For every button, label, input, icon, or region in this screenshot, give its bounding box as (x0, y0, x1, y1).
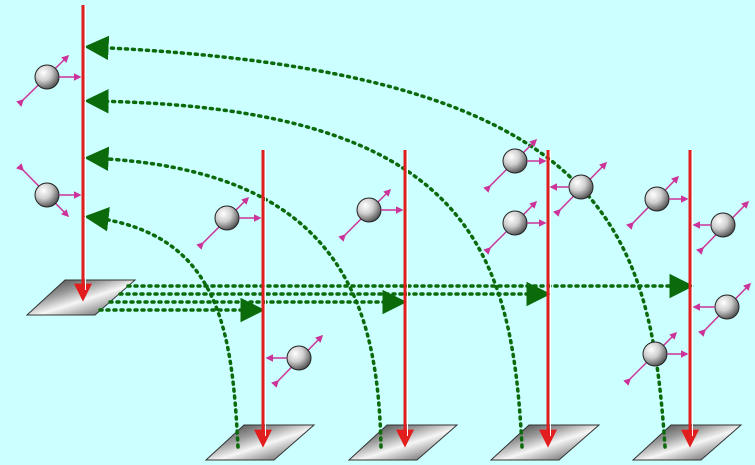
pole-4 (690, 150, 693, 444)
sphere-pole-3-right (551, 163, 606, 210)
sphere-pole-4-upper-left (633, 177, 687, 223)
sphere-pole-3-middle (490, 202, 545, 248)
sphere-pole-1-upper (203, 198, 260, 243)
sphere-pole-4-lower-left (630, 333, 687, 379)
plate-1 (206, 425, 314, 460)
dotted-path-4 (89, 47, 665, 447)
sphere-main-2 (23, 170, 80, 216)
sphere-pole-4-upper-right (694, 202, 748, 248)
sphere-icon (645, 187, 669, 211)
sphere-icon (715, 295, 739, 319)
sphere-icon (503, 211, 527, 235)
sphere-icon (357, 198, 381, 222)
sphere-icon (503, 149, 527, 173)
sphere-pole-2 (345, 190, 402, 235)
sphere-icon (287, 346, 311, 370)
sphere-icon (569, 175, 593, 199)
sphere-icon (711, 213, 735, 237)
pole-3 (548, 150, 551, 444)
sphere-pole-3-upper (490, 140, 545, 186)
sphere-pole-1-lower (267, 336, 322, 381)
plate-source (27, 280, 135, 315)
pole-2 (405, 150, 408, 444)
plate-3 (491, 425, 599, 460)
sphere-icon (215, 206, 239, 230)
sphere-icon (35, 65, 59, 89)
sphere-main-1 (23, 56, 80, 100)
plate-2 (349, 425, 457, 460)
dotted-path-1 (89, 217, 238, 447)
sphere-icon (35, 183, 59, 207)
pole-1 (263, 150, 266, 444)
sphere-icon (643, 342, 667, 366)
dotted-path-3 (89, 101, 522, 447)
plate-4 (633, 425, 741, 460)
pole-main (83, 5, 86, 298)
sphere-pole-4-middle-right (694, 284, 750, 330)
